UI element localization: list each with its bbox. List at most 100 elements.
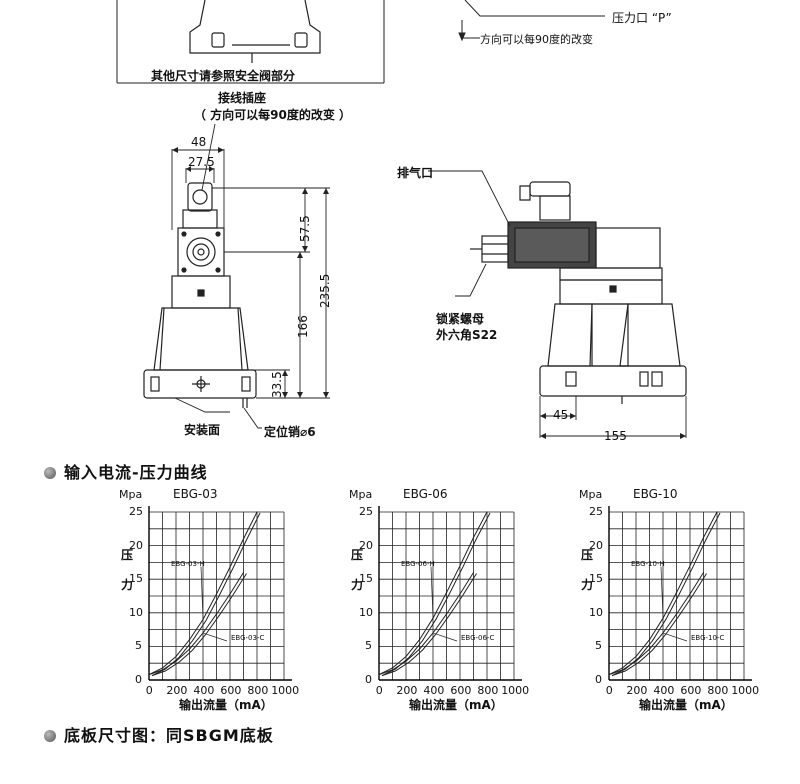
- data-point: [648, 648, 651, 650]
- series-label-EBG-03-H: EBG-03-H: [171, 559, 205, 568]
- y-tick-label: 5: [595, 639, 602, 653]
- y-tick-label: 15: [129, 572, 143, 586]
- y-tick-label: 10: [359, 605, 373, 619]
- y-tick-label: 5: [365, 639, 372, 653]
- y-tick-label: 25: [129, 505, 143, 518]
- y-tick-label: 25: [359, 505, 373, 518]
- section-baseplate-title: 底板尺寸图：同SBGM底板: [44, 722, 274, 746]
- y-label-cn-2: 力: [121, 578, 134, 592]
- x-axis-label: 输出流量（mA）: [179, 698, 273, 712]
- data-point: [215, 613, 218, 615]
- left-valve-drawing: [143, 182, 257, 408]
- x-tick-label: 600: [450, 684, 472, 697]
- y-tick-label: 10: [589, 605, 603, 619]
- series-leader: [430, 566, 434, 619]
- series-leader: [432, 632, 458, 642]
- drawings-svg: [116, 0, 687, 439]
- data-point: [675, 592, 678, 594]
- connector-title: 接线插座: [218, 91, 267, 105]
- section-current-pressure-text: 输入电流-压力曲线: [64, 463, 208, 482]
- x-tick-label: 200: [166, 684, 188, 697]
- data-point: [445, 613, 448, 615]
- data-point: [418, 648, 421, 650]
- bullet-icon: [44, 730, 56, 742]
- series-label-EBG-10-H: EBG-10-H: [631, 559, 665, 568]
- data-point: [689, 593, 691, 595]
- data-point: [486, 511, 488, 513]
- data-point: [161, 669, 164, 671]
- right-dimension-lines: [428, 170, 687, 438]
- lock-nut-label: 锁紧螺母: [436, 312, 485, 326]
- x-tick-label: 1000: [501, 684, 530, 697]
- x-tick-label: 400: [193, 684, 215, 697]
- x-tick-label: 400: [653, 684, 675, 697]
- series-line-return-EBG-06-C: [381, 573, 477, 677]
- data-point: [445, 592, 448, 594]
- y-tick-label: 20: [589, 538, 603, 552]
- data-point: [242, 538, 245, 540]
- x-tick-label: 800: [707, 684, 729, 697]
- data-point: [472, 571, 475, 574]
- left-dim-arrows: [172, 147, 329, 398]
- data-point: [229, 566, 231, 568]
- series-line-EBG-03-C: [148, 572, 244, 676]
- y-tick-label: 25: [589, 505, 603, 518]
- x-tick-label: 200: [626, 684, 648, 697]
- series-leader: [200, 566, 204, 620]
- y-label-cn-1: 压: [351, 548, 364, 562]
- data-point: [702, 571, 705, 574]
- chart-grid: [378, 511, 515, 681]
- series-label-EBG-03-C: EBG-03-C: [231, 634, 265, 642]
- dim-45: 45: [553, 408, 569, 422]
- data-point: [378, 674, 380, 676]
- series-leader: [202, 632, 228, 642]
- x-tick-label: 0: [605, 684, 613, 697]
- vent-port-label: 排气口: [397, 166, 434, 180]
- x-tick-label: 1000: [271, 684, 300, 697]
- right-valve-drawing: [470, 181, 687, 404]
- locating-pin-label: 定位销⌀6: [264, 425, 316, 439]
- data-point: [405, 655, 407, 658]
- y-tick-label: 15: [359, 572, 373, 586]
- mount-face-label: 安装面: [184, 423, 221, 437]
- y-tick-label: 20: [359, 538, 373, 552]
- chart-title: EBG-03: [173, 487, 218, 501]
- data-point: [689, 565, 691, 567]
- direction-note-label: 方向可以每90度的改变: [480, 33, 593, 46]
- series-line-EBG-06-C: [378, 572, 474, 676]
- data-point: [716, 511, 718, 513]
- chart-y-unit: Mpa: [119, 488, 143, 501]
- data-point: [635, 655, 637, 658]
- x-tick-label: 800: [247, 684, 269, 697]
- data-point: [229, 593, 231, 595]
- chart-y-unit: Mpa: [579, 488, 603, 501]
- chart-grid: [608, 511, 745, 681]
- x-tick-label: 200: [396, 684, 418, 697]
- top-frame: [116, 0, 385, 84]
- y-tick-label: 5: [135, 639, 142, 653]
- y-tick-label: 20: [129, 538, 143, 552]
- x-tick-label: 0: [375, 684, 383, 697]
- data-point: [215, 593, 218, 595]
- series-label-EBG-06-H: EBG-06-H: [401, 559, 435, 568]
- series-line-return-EBG-03-C: [151, 573, 247, 677]
- data-point: [621, 667, 624, 669]
- right-dim-arrows: [540, 413, 686, 439]
- dim-48: 48: [191, 135, 207, 149]
- data-point: [161, 667, 164, 669]
- data-point: [418, 639, 421, 641]
- section-baseplate-text: 底板尺寸图：同SBGM底板: [64, 726, 274, 745]
- dim-27-5: 27.5: [188, 155, 215, 169]
- bullet-icon: [44, 467, 56, 479]
- y-label-cn-1: 压: [121, 548, 134, 562]
- data-point: [188, 648, 191, 650]
- x-tick-label: 600: [680, 684, 702, 697]
- data-point: [391, 667, 394, 669]
- data-point: [242, 571, 245, 574]
- data-point: [175, 660, 177, 662]
- data-point: [648, 639, 651, 641]
- series-line-return-EBG-10-C: [611, 573, 707, 677]
